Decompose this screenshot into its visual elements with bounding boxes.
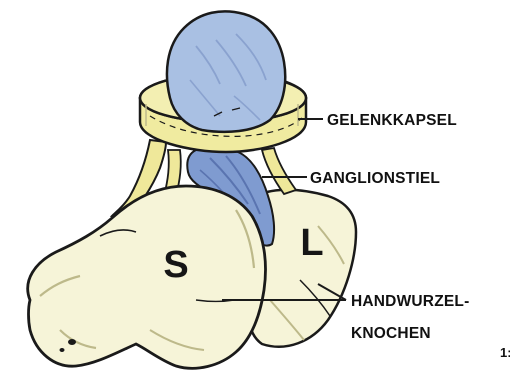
ganglion-cyst <box>167 11 285 132</box>
lunate-letter: L <box>300 222 323 264</box>
scaphoid-bone <box>28 186 266 368</box>
scaphoid-letter: S <box>163 244 188 286</box>
figure-number: 1: <box>500 345 510 360</box>
handwurzel-label-line2: KNOCHEN <box>351 325 431 342</box>
handwurzel-label-line1: HANDWURZEL- <box>351 293 469 310</box>
ganglionstiel-label: GANGLIONSTIEL <box>310 170 440 187</box>
gelenkkapsel-label: GELENKKAPSEL <box>327 112 457 129</box>
